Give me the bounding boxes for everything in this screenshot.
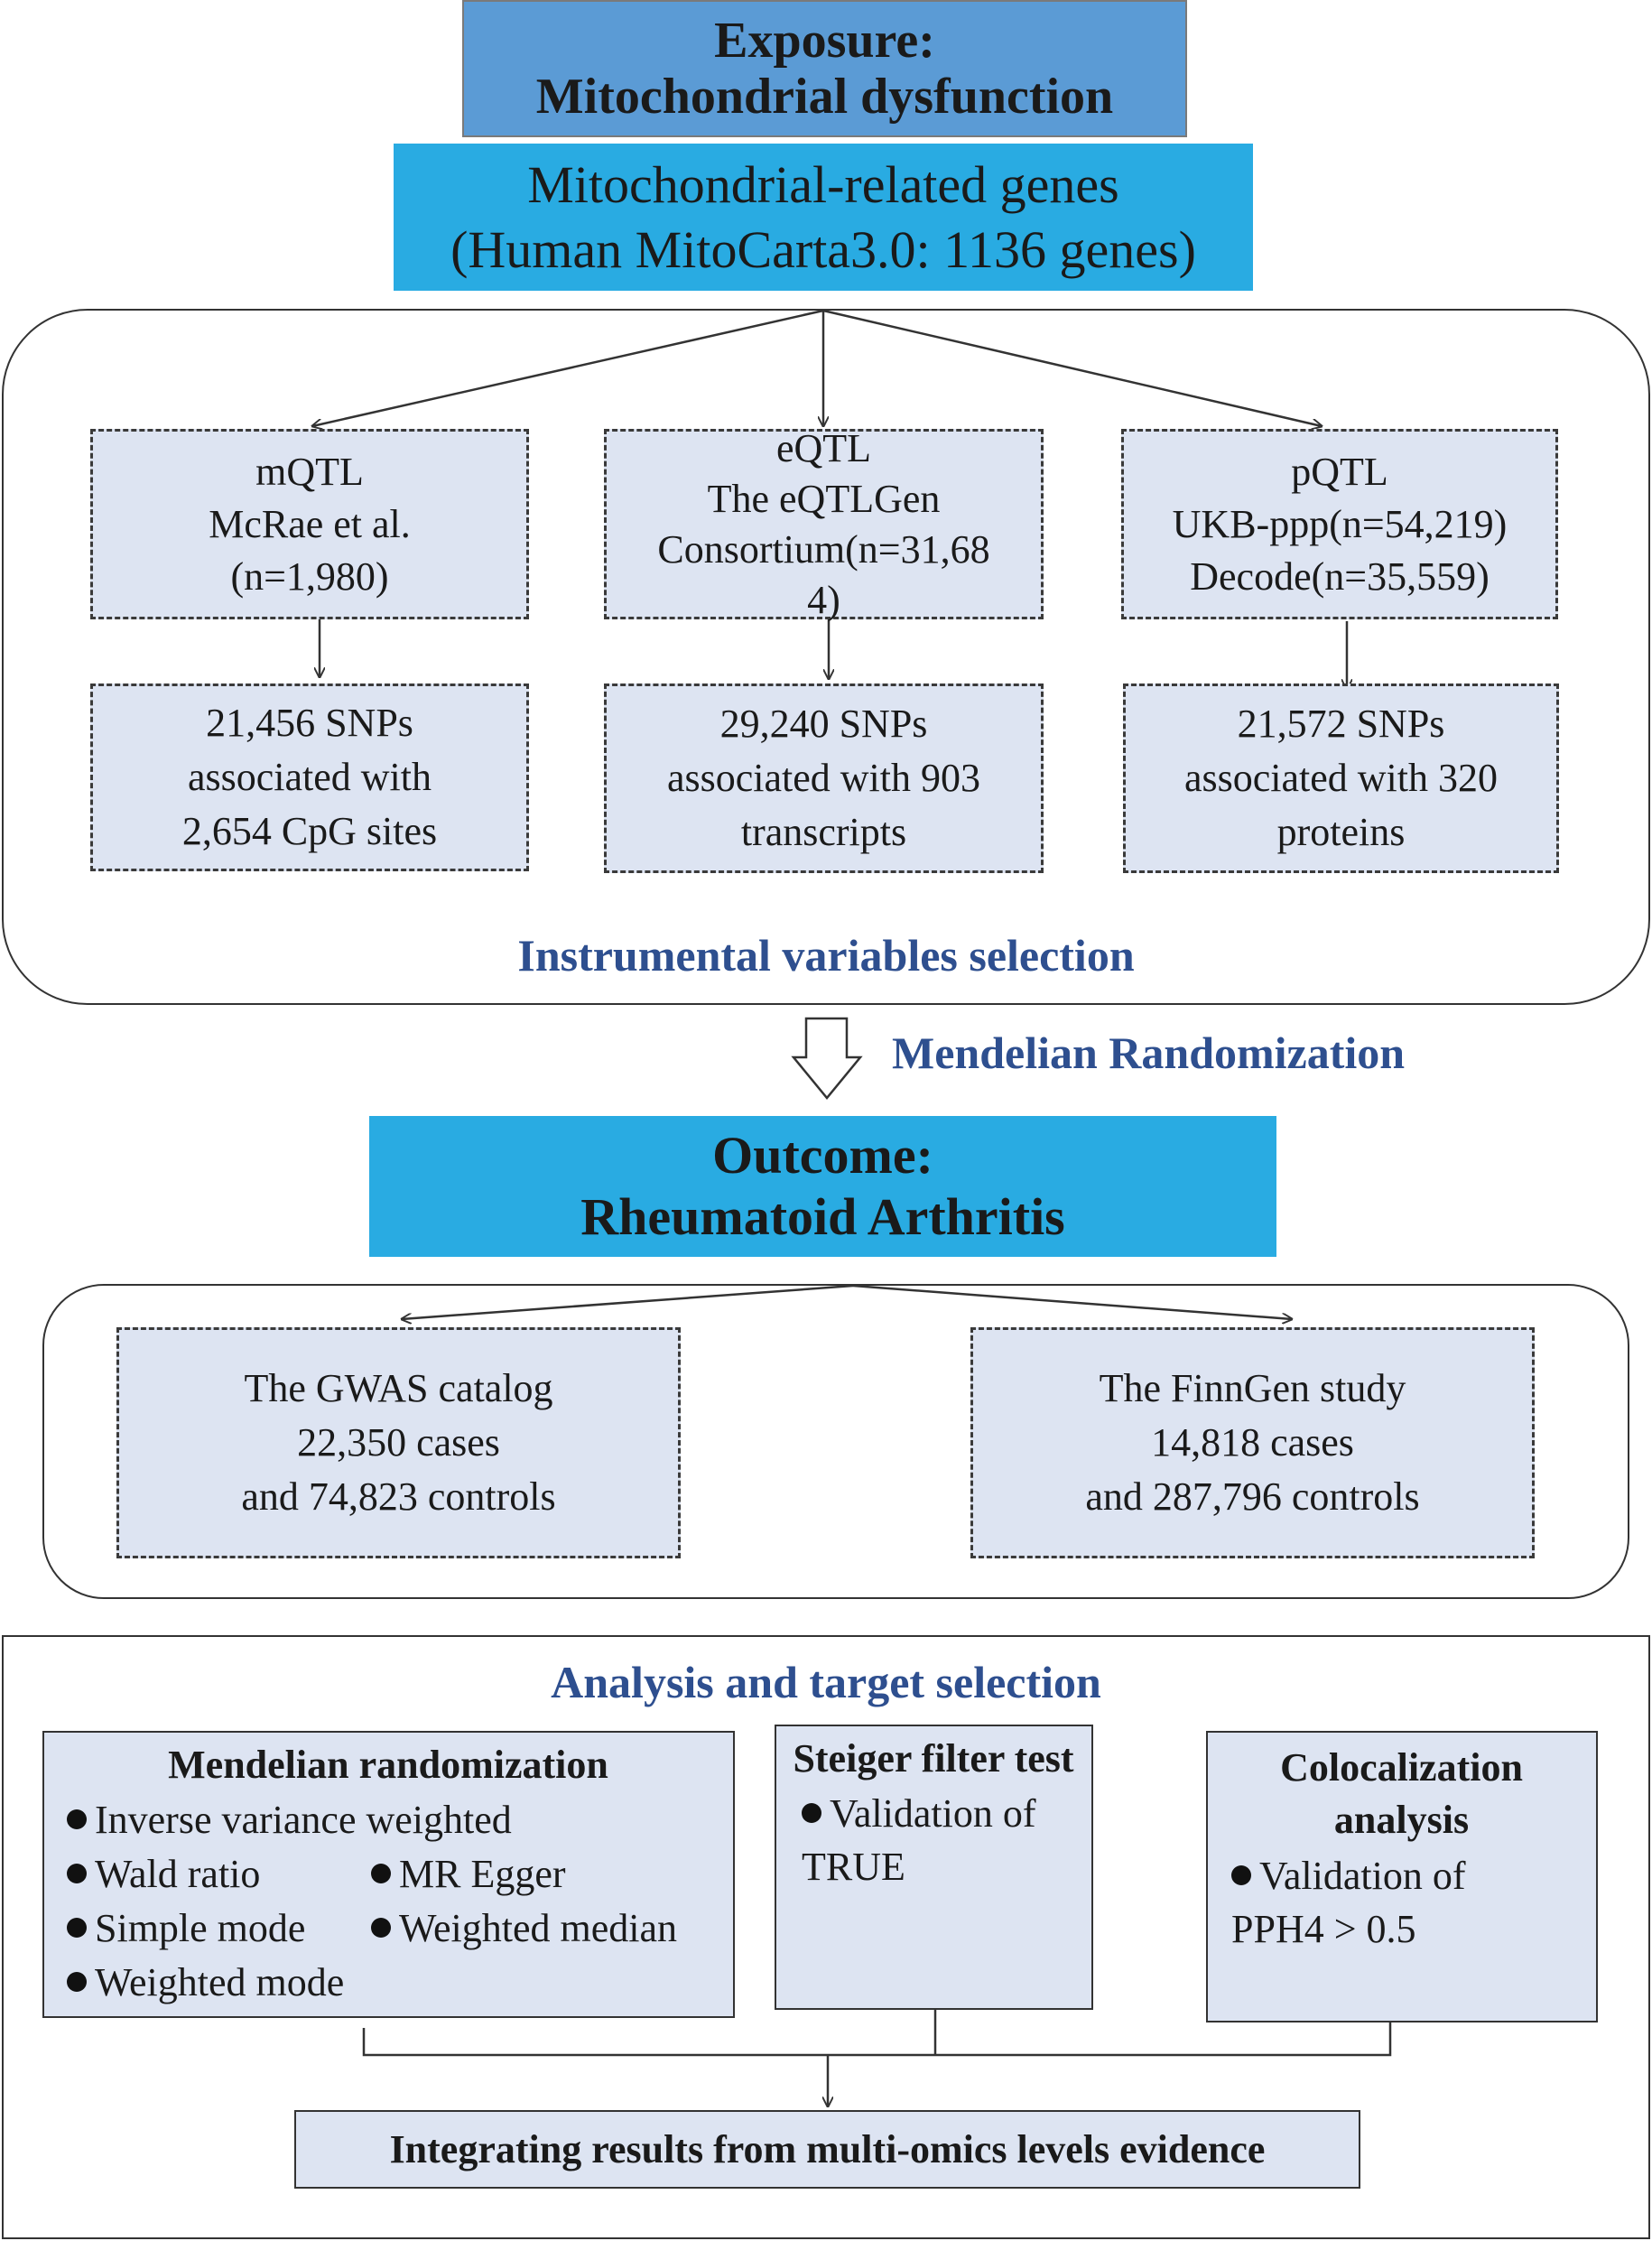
steiger-criterion-value: TRUE (802, 1845, 905, 1889)
mqtl-box: mQTL McRae et al. (n=1,980) (90, 429, 529, 619)
method-wald-label: Wald ratio (95, 1851, 261, 1896)
colocalization-criterion-label: Validation of (1259, 1853, 1466, 1898)
analysis-section (2, 1635, 1650, 2239)
bullet-icon (67, 1918, 87, 1938)
eqtl-box: eQTL The eQTLGen Consortium(n=31,68 4) (604, 426, 1044, 622)
instrumental-variables-container (2, 309, 1650, 1005)
gwas-catalog-controls: and 74,823 controls (241, 1474, 556, 1519)
colocalization-box: Colocalization analysis Validation of PP… (1206, 1731, 1598, 2022)
analysis-bracket (362, 2010, 1392, 2057)
colocalization-criterion: Validation of (1231, 1848, 1466, 1902)
eqtl-source: The eQTLGen (707, 476, 941, 521)
mqtl-title: mQTL (255, 449, 364, 494)
eqtl-snp-count: 29,240 SNPs (719, 702, 928, 746)
pqtl-decode: Decode(n=35,559) (1190, 553, 1490, 599)
pqtl-snp-count: 21,572 SNPs (1237, 702, 1445, 746)
pqtl-box: pQTL UKB-ppp(n=54,219) Decode(n=35,559) (1121, 429, 1558, 619)
gwas-catalog-title: The GWAS catalog (244, 1366, 553, 1410)
bullet-icon (371, 1918, 391, 1938)
hollow-down-arrow (791, 1017, 863, 1100)
mqtl-snp-assoc: associated with (187, 755, 432, 799)
method-wmedian: Weighted median (371, 1901, 677, 1955)
pqtl-snp-target: proteins (1276, 810, 1406, 854)
eqtl-snp-assoc: associated with 903 (666, 756, 981, 800)
method-simple-label: Simple mode (95, 1905, 306, 1950)
bullet-icon (67, 1972, 87, 1992)
colocalization-title-cont: analysis (1333, 1798, 1470, 1842)
arrow-outcome-to-finngen (852, 1284, 1292, 1319)
bullet-icon (67, 1864, 87, 1883)
mr-methods-box: Mendelian randomization Inverse variance… (42, 1731, 735, 2018)
method-wald: Wald ratio (67, 1846, 260, 1901)
gwas-container (42, 1284, 1629, 1599)
eqtl-title: eQTL (775, 425, 872, 470)
mr-methods-title: Mendelian randomization (168, 1743, 608, 1787)
method-wmode-label: Weighted mode (95, 1959, 345, 2004)
pqtl-snps-box: 21,572 SNPs associated with 320 proteins (1123, 683, 1559, 873)
mito-genes-title: Mitochondrial-related genes (527, 154, 1119, 214)
bullet-icon (802, 1803, 821, 1823)
steiger-criterion-label: Validation of (830, 1790, 1036, 1836)
finngen-cases: 14,818 cases (1151, 1420, 1354, 1465)
mqtl-sample-size: (n=1,980) (230, 553, 389, 599)
pqtl-snp-assoc: associated with 320 (1183, 756, 1499, 800)
exposure-box: Exposure: Mitochondrial dysfunction (462, 0, 1187, 137)
eqtl-snp-target: transcripts (740, 810, 907, 854)
colocalization-title: Colocalization (1280, 1745, 1523, 1790)
gwas-catalog-box: The GWAS catalog 22,350 cases and 74,823… (116, 1327, 681, 1558)
mqtl-source: McRae et al. (209, 501, 411, 546)
eqtl-sample-size-cont: 4) (807, 577, 840, 622)
method-ivw-label: Inverse variance weighted (95, 1797, 512, 1842)
arrow-outcome-to-gwas-catalog (402, 1284, 854, 1319)
pqtl-title: pQTL (1291, 449, 1388, 494)
finngen-controls: and 287,796 controls (1085, 1474, 1420, 1519)
method-ivw: Inverse variance weighted (67, 1792, 512, 1846)
mito-genes-source: (Human MitoCarta3.0: 1136 genes) (450, 219, 1196, 279)
steiger-box: Steiger filter test Validation of TRUE (775, 1725, 1093, 2010)
mito-genes-box: Mitochondrial-related genes (Human MitoC… (394, 144, 1253, 291)
mendelian-randomization-label: Mendelian Randomization (892, 1028, 1406, 1078)
arrow-genes-to-pqtl (822, 309, 1322, 426)
gwas-catalog-cases: 22,350 cases (297, 1420, 500, 1465)
eqtl-snps-box: 29,240 SNPs associated with 903 transcri… (604, 683, 1044, 873)
bullet-icon (371, 1864, 391, 1883)
method-egger: MR Egger (371, 1846, 566, 1901)
method-wmode: Weighted mode (67, 1955, 344, 2009)
eqtl-sample-size: Consortium(n=31,68 (657, 526, 990, 572)
colocalization-criterion-value: PPH4 > 0.5 (1231, 1907, 1416, 1951)
mqtl-snps-box: 21,456 SNPs associated with 2,654 CpG si… (90, 683, 529, 871)
steiger-criterion: Validation of (802, 1786, 1036, 1840)
outcome-label: Outcome: (712, 1126, 933, 1185)
exposure-label: Exposure: (714, 13, 935, 69)
mqtl-snp-count: 21,456 SNPs (206, 701, 413, 745)
arrow-genes-to-mqtl (312, 309, 824, 426)
instrumental-variables-label: Instrumental variables selection (517, 930, 1135, 981)
exposure-value: Mitochondrial dysfunction (535, 69, 1114, 125)
bullet-icon (67, 1809, 87, 1829)
integrating-results-box: Integrating results from multi-omics lev… (294, 2110, 1360, 2189)
steiger-title: Steiger filter test (793, 1736, 1074, 1781)
outcome-box: Outcome: Rheumatoid Arthritis (369, 1116, 1276, 1257)
mqtl-snp-target: 2,654 CpG sites (181, 809, 438, 853)
analysis-title: Analysis and target selection (551, 1657, 1101, 1707)
finngen-title: The FinnGen study (1099, 1366, 1406, 1410)
method-simple: Simple mode (67, 1901, 305, 1955)
outcome-value: Rheumatoid Arthritis (580, 1187, 1065, 1246)
method-egger-label: MR Egger (399, 1851, 566, 1896)
pqtl-ukb-ppp: UKB-ppp(n=54,219) (1172, 501, 1508, 546)
finngen-box: The FinnGen study 14,818 cases and 287,7… (970, 1327, 1535, 1558)
method-wmedian-label: Weighted median (399, 1905, 678, 1950)
bullet-icon (1231, 1865, 1251, 1885)
